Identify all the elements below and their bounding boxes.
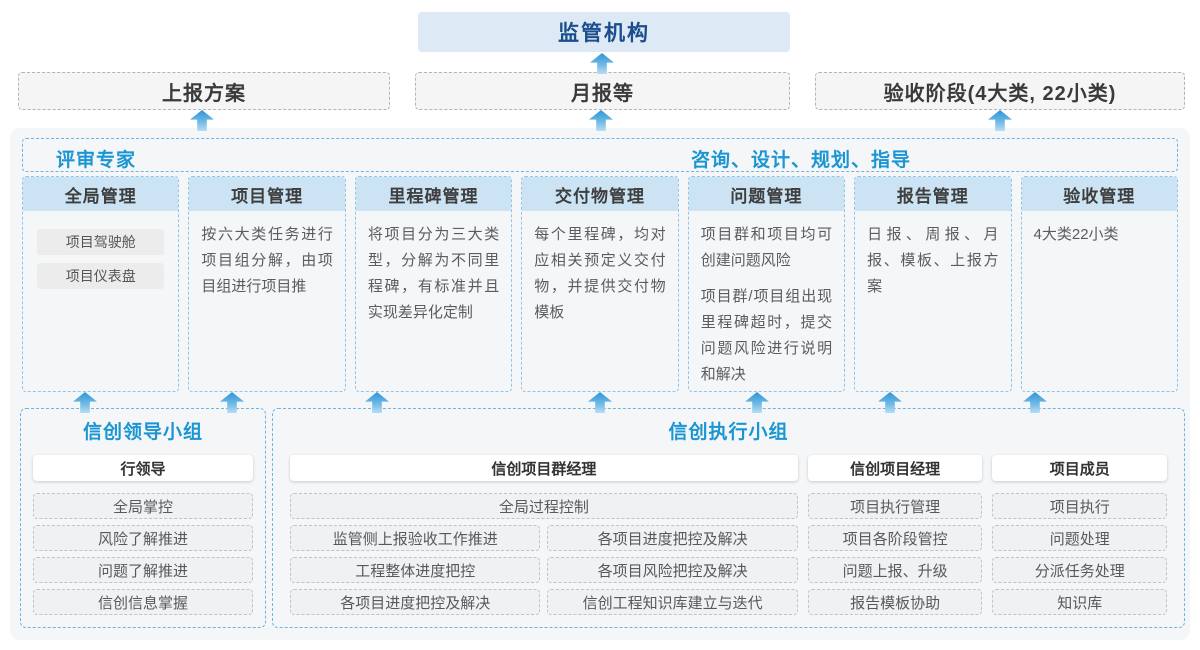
list-item: 各项目进度把控及解决 [290, 589, 541, 615]
output-box-monthly-report: 月报等 [415, 72, 790, 110]
column-item: 项目仪表盘 [37, 263, 165, 289]
regulator-label: 监管机构 [558, 22, 650, 45]
column-text: 4大类22小类 [1033, 226, 1119, 243]
main-panel: 评审专家 咨询、设计、规划、指导 全局管理 项目驾驶舱 项目仪表盘 项目管理 按… [10, 128, 1190, 640]
column-project-management: 项目管理 按六大类任务进行项目组分解，由项目组进行项目推 [188, 176, 346, 392]
output-label: 验收阶段(4大类, 22小类) [883, 82, 1117, 105]
list-item: 工程整体进度把控 [290, 557, 541, 583]
column-text: 项目群和项目均可创建问题风险 [700, 226, 833, 269]
management-columns: 全局管理 项目驾驶舱 项目仪表盘 项目管理 按六大类任务进行项目组分解，由项目组… [22, 176, 1178, 392]
program-manager-left-column: 监管侧上报验收工作推进 工程整体进度把控 各项目进度把控及解决 [290, 525, 541, 621]
column-deliverable-management: 交付物管理 每个里程碑，均对应相关预定义交付物，并提供交付物模板 [521, 176, 679, 392]
output-label: 月报等 [571, 82, 634, 105]
list-item: 知识库 [992, 589, 1167, 615]
list-item: 各项目进度把控及解决 [547, 525, 798, 551]
list-item: 各项目风险把控及解决 [547, 557, 798, 583]
column-title: 项目管理 [189, 177, 345, 211]
list-item: 报告模板协助 [807, 589, 983, 615]
regulator-box: 监管机构 [418, 12, 790, 52]
up-arrow-icon [590, 53, 614, 74]
list-item: 信创工程知识库建立与迭代 [547, 589, 798, 615]
column-text: 每个里程碑，均对应相关预定义交付物，并提供交付物模板 [534, 226, 666, 321]
output-label: 上报方案 [162, 82, 246, 105]
expert-label: 评审专家 [56, 150, 137, 171]
output-box-acceptance-phase: 验收阶段(4大类, 22小类) [815, 72, 1185, 110]
column-item: 项目驾驶舱 [37, 229, 165, 255]
column-report-management: 报告管理 日报、周报、月报、模板、上报方案 [854, 176, 1012, 392]
column-text: 日报、周报、月报、模板、上报方案 [867, 226, 999, 295]
column-milestone-management: 里程碑管理 将项目分为三大类型，分解为不同里程碑，有标准并且实现差异化定制 [354, 176, 513, 392]
execution-group-box: 信创执行小组 信创项目群经理 全局过程控制 监管侧上报验收工作推进 工程整体进度… [272, 408, 1185, 628]
role-header-program-manager: 信创项目群经理 [290, 455, 798, 481]
column-title: 验收管理 [1021, 177, 1177, 211]
advisory-label: 咨询、设计、规划、指导 [691, 150, 912, 171]
program-manager-group: 信创项目群经理 全局过程控制 监管侧上报验收工作推进 工程整体进度把控 各项目进… [290, 447, 798, 621]
column-text: 按六大类任务进行项目组分解，由项目组进行项目推 [201, 226, 333, 295]
column-title: 交付物管理 [522, 177, 678, 211]
list-item: 项目各阶段管控 [807, 525, 983, 551]
list-item: 项目执行管理 [807, 493, 983, 519]
role-header-project-manager: 信创项目经理 [807, 455, 983, 481]
column-acceptance-management: 验收管理 4大类22小类 [1020, 176, 1178, 392]
column-title: 报告管理 [855, 177, 1011, 211]
column-title: 问题管理 [688, 177, 845, 211]
column-global-management: 全局管理 项目驾驶舱 项目仪表盘 [22, 176, 180, 392]
project-member-group: 项目成员 项目执行 问题处理 分派任务处理 知识库 [992, 447, 1167, 621]
leadership-group-title: 信创领导小组 [82, 422, 203, 443]
column-issue-management: 问题管理 项目群和项目均可创建问题风险 项目群/项目组出现里程碑超时，提交问题风… [687, 176, 846, 392]
list-item: 问题了解推进 [33, 557, 253, 583]
column-title: 里程碑管理 [355, 177, 512, 211]
list-item: 分派任务处理 [992, 557, 1167, 583]
column-text: 项目群/项目组出现里程碑超时，提交问题风险进行说明和解决 [700, 288, 833, 383]
column-title: 全局管理 [23, 177, 179, 211]
list-item: 问题处理 [992, 525, 1167, 551]
list-item: 全局过程控制 [290, 493, 798, 519]
column-text: 将项目分为三大类型，分解为不同里程碑，有标准并且实现差异化定制 [367, 226, 500, 321]
list-item: 风险了解推进 [33, 525, 253, 551]
role-header-project-member: 项目成员 [992, 455, 1167, 481]
list-item: 全局掌控 [33, 493, 253, 519]
list-item: 问题上报、升级 [807, 557, 983, 583]
list-item: 信创信息掌握 [33, 589, 253, 615]
leadership-group-box: 信创领导小组 行领导 全局掌控 风险了解推进 问题了解推进 信创信息掌握 [20, 408, 266, 628]
execution-group-title: 信创执行小组 [668, 422, 789, 443]
output-box-report-plan: 上报方案 [18, 72, 390, 110]
list-item: 监管侧上报验收工作推进 [290, 525, 541, 551]
project-manager-group: 信创项目经理 项目执行管理 项目各阶段管控 问题上报、升级 报告模板协助 [807, 447, 983, 621]
list-item: 项目执行 [992, 493, 1167, 519]
program-manager-right-column: 各项目进度把控及解决 各项目风险把控及解决 信创工程知识库建立与迭代 [547, 525, 798, 621]
role-header-bank-leader: 行领导 [33, 455, 253, 481]
expert-advisory-bar: 评审专家 咨询、设计、规划、指导 [22, 138, 1178, 172]
